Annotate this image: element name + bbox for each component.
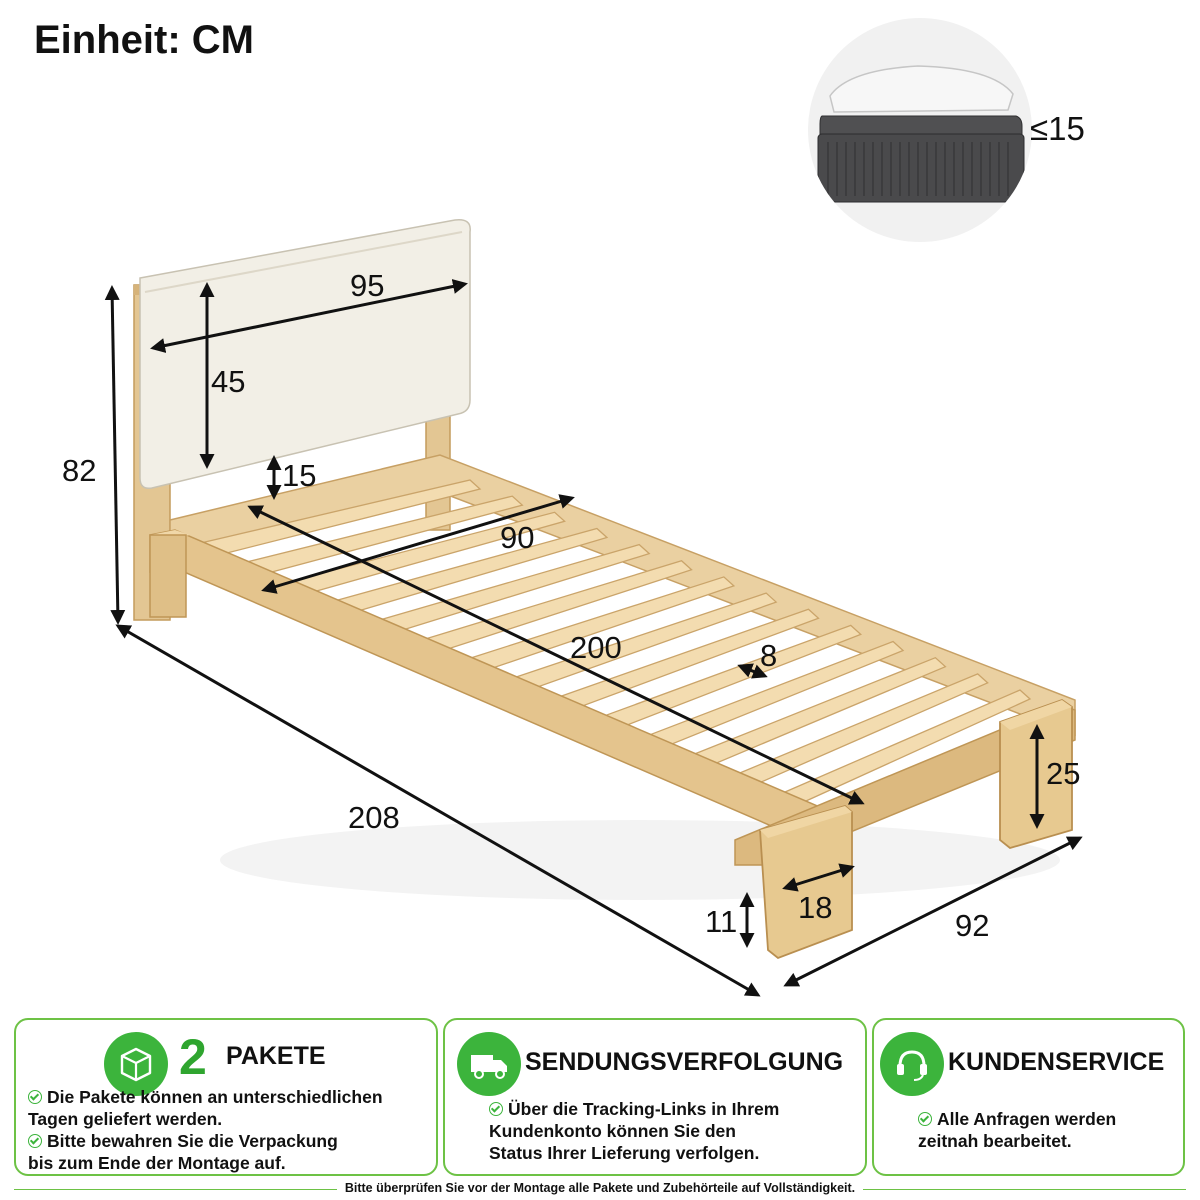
total-width-label: 92: [955, 908, 990, 943]
headboard-width-label: 95: [350, 268, 385, 303]
tracking-title: SENDUNGSVERFOLGUNG: [525, 1048, 844, 1076]
dimension-lines: [104, 279, 1083, 997]
leg-width-label: 18: [798, 890, 833, 925]
package-count: 2: [179, 1029, 207, 1085]
tracking-panel: SENDUNGSVERFOLGUNG Über die Tracking-Lin…: [443, 1018, 867, 1176]
check-icon: [918, 1112, 932, 1126]
slat-width-label: 90: [500, 520, 535, 555]
leg-height-label: 25: [1046, 756, 1081, 791]
footer-note: Bitte überprüfen Sie vor der Montage all…: [0, 1181, 1200, 1195]
headboard-gap-label: 15: [282, 458, 317, 493]
frame-clearance-label: 11: [705, 904, 738, 939]
customer-service-panel: KUNDENSERVICE Alle Anfragen werden zeitn…: [872, 1018, 1185, 1176]
bed-diagram: [104, 219, 1083, 997]
check-icon: [28, 1090, 42, 1104]
headset-icon: [880, 1032, 944, 1096]
customer-service-title: KUNDENSERVICE: [948, 1048, 1165, 1076]
total-height-label: 82: [62, 453, 97, 488]
package-icon: [104, 1032, 168, 1096]
packages-title: PAKETE: [226, 1042, 326, 1070]
check-icon: [489, 1102, 503, 1116]
mattress-illustration: [817, 65, 1025, 203]
headboard-cushion: [139, 219, 471, 490]
mattress-height-label: ≤15: [1030, 110, 1085, 147]
headboard-height-label: 45: [211, 364, 246, 399]
floor-shadow: [220, 820, 1060, 900]
slat-spacing-label: 8: [760, 638, 778, 673]
packages-panel: 2 PAKETE Die Pakete können an unterschie…: [14, 1018, 438, 1176]
packages-note-1: Die Pakete können an unterschiedlichen T…: [28, 1087, 383, 1129]
mattress-inset: [808, 18, 1032, 242]
unit-label: Einheit: CM: [34, 18, 254, 62]
customer-service-note: Alle Anfragen werden zeitnah bearbeitet.: [918, 1109, 1117, 1151]
tracking-note: Über die Tracking-Links in Ihrem Kundenk…: [489, 1099, 780, 1163]
slat-length-label: 200: [570, 630, 622, 665]
packages-note-2: Bitte bewahren Sie die Verpackung bis zu…: [28, 1131, 338, 1173]
total-length-label: 208: [348, 800, 400, 835]
check-icon: [28, 1134, 42, 1148]
delivery-truck-icon: [457, 1032, 521, 1096]
